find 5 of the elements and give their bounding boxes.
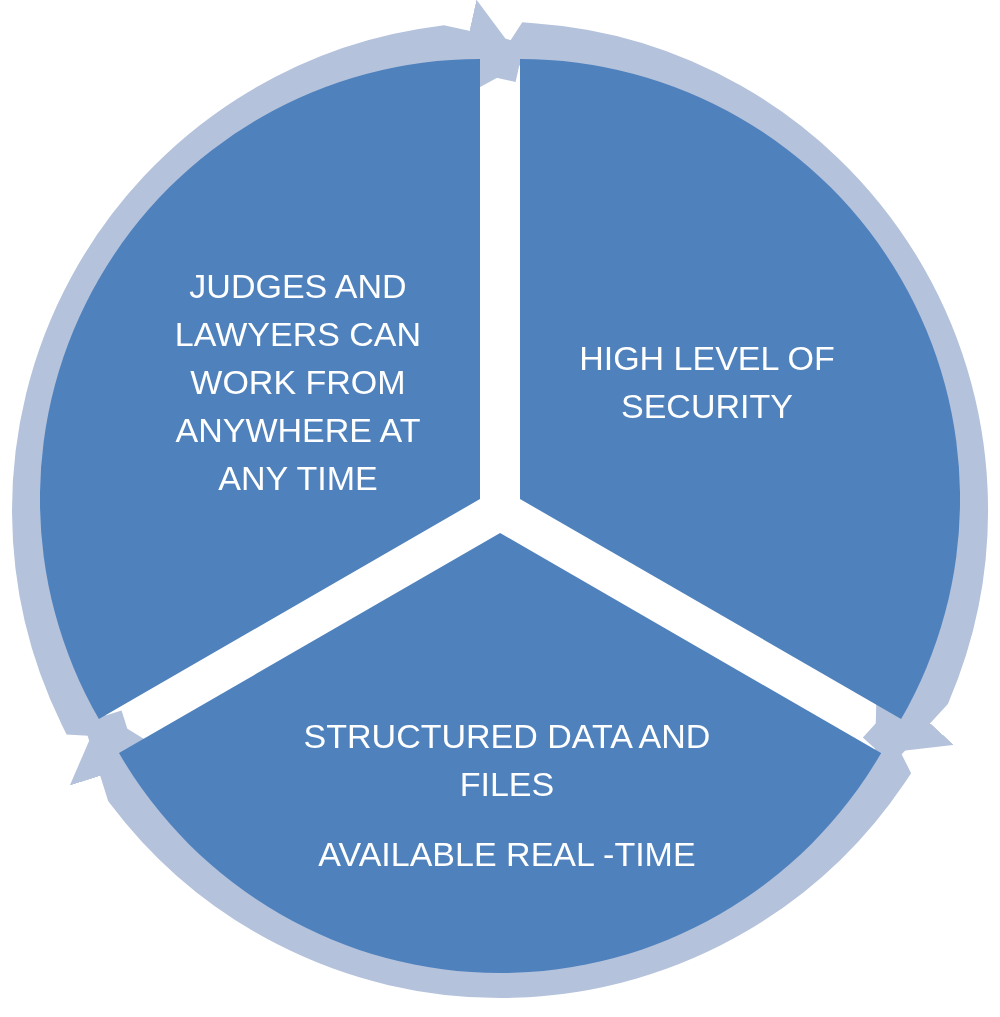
segment-label: HIGH LEVEL OF SECURITY — [578, 338, 836, 427]
segment-label: JUDGES AND LAWYERS CAN WORK FROM ANYWHERE AT ANY TIME — [173, 266, 423, 499]
cycle-arrow — [69, 710, 908, 998]
segment-label: STRUCTURED DATA AND FILES — [302, 716, 712, 805]
segment-label: AVAILABLE REAL -TIME — [317, 834, 697, 875]
